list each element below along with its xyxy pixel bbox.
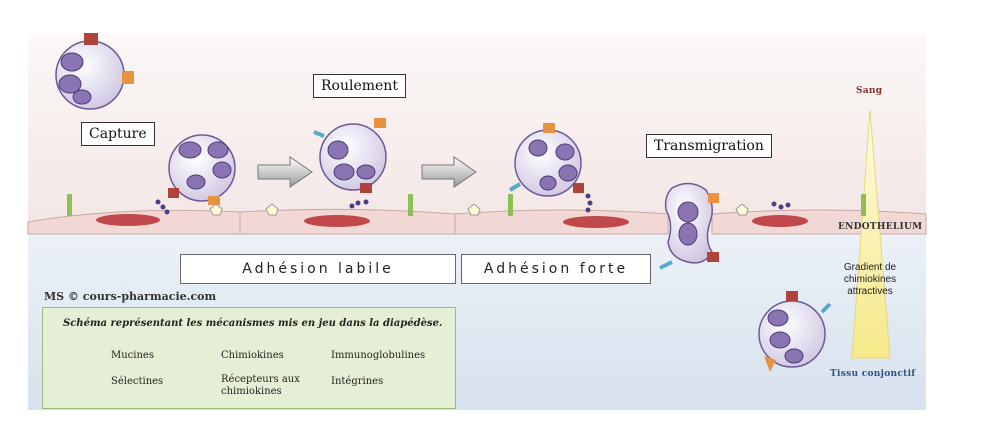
leukocyte-4 — [508, 123, 584, 197]
label-roulement: Roulement — [313, 74, 406, 98]
legend-selectines: Sélectines — [111, 376, 164, 387]
label-transmigration: Transmigration — [646, 134, 772, 158]
legend-chimiokines: Chimiokines — [221, 350, 284, 361]
label-capture: Capture — [81, 122, 155, 146]
arrow-2 — [421, 156, 477, 188]
legend-box: Schéma représentant les mécanismes mis e… — [42, 307, 456, 409]
label-endothelium: Endothelium — [838, 222, 923, 232]
phase-adhesion-forte: Adhésion forte — [461, 254, 651, 284]
label-gradient: Gradient de chimiokines attractives — [843, 262, 897, 297]
chemokine-gradient-cone — [851, 109, 891, 359]
credit: MS © cours-pharmacie.com — [44, 290, 217, 303]
legend-recepteurs-line1: Récepteurs aux — [221, 374, 300, 385]
legend-title: Schéma représentant les mécanismes mis e… — [63, 318, 443, 329]
legend-immunoglobulines: Immunoglobulines — [331, 350, 426, 361]
label-tissu-conjonctif: Tissu conjonctif — [830, 369, 916, 379]
legend-recepteurs-line2: chimiokines — [221, 386, 282, 397]
leukocyte-5 — [659, 182, 719, 270]
arrow-1 — [257, 156, 313, 188]
phase-adhesion-labile: Adhésion labile — [180, 254, 456, 284]
legend-mucines: Mucines — [111, 350, 154, 361]
leukocyte-1 — [55, 33, 134, 110]
leukocyte-3 — [313, 118, 387, 193]
endothelium-molecules — [67, 193, 866, 216]
leukocyte-2 — [168, 134, 236, 205]
blood-zone — [28, 34, 926, 234]
label-sang: Sang — [856, 86, 883, 96]
legend-integrines: Intégrines — [331, 376, 384, 387]
leukocyte-6 — [758, 291, 832, 372]
legend-recepteurs: Récepteurs aux chimiokines — [221, 374, 300, 398]
